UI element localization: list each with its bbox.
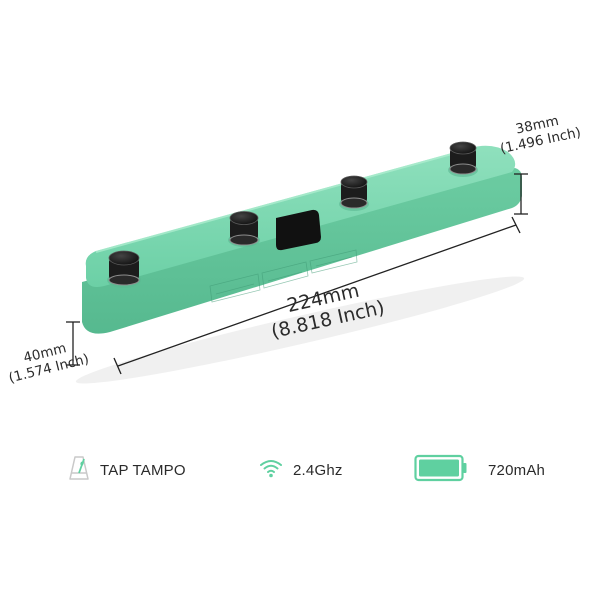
footswitch-knob: [107, 250, 141, 288]
footswitch-knob: [339, 175, 369, 211]
device-body-front: [82, 168, 522, 334]
display-screen: [276, 209, 321, 251]
dimension-line-left-height: [66, 321, 80, 366]
metronome-icon: [68, 455, 90, 486]
feature-tap-tempo-label: TAP TAMPO: [100, 461, 186, 479]
wifi-icon: [259, 458, 283, 483]
footswitch-knob: [228, 211, 260, 247]
feature-wireless: 2.4Ghz: [259, 450, 343, 490]
feature-battery-label: 720mAh: [488, 461, 546, 479]
dimension-line-length: [113, 216, 521, 375]
footswitch-knob: [448, 141, 478, 177]
battery-icon: [414, 454, 468, 487]
feature-row: TAP TAMPO 2.4Ghz 720mAh: [0, 450, 600, 490]
feature-tap-tempo: TAP TAMPO: [68, 450, 186, 490]
feature-battery: 720mAh: [414, 450, 545, 490]
feature-wireless-label: 2.4Ghz: [293, 461, 343, 479]
regulatory-labels: [209, 249, 358, 303]
dimension-line-right-height: [514, 173, 528, 215]
